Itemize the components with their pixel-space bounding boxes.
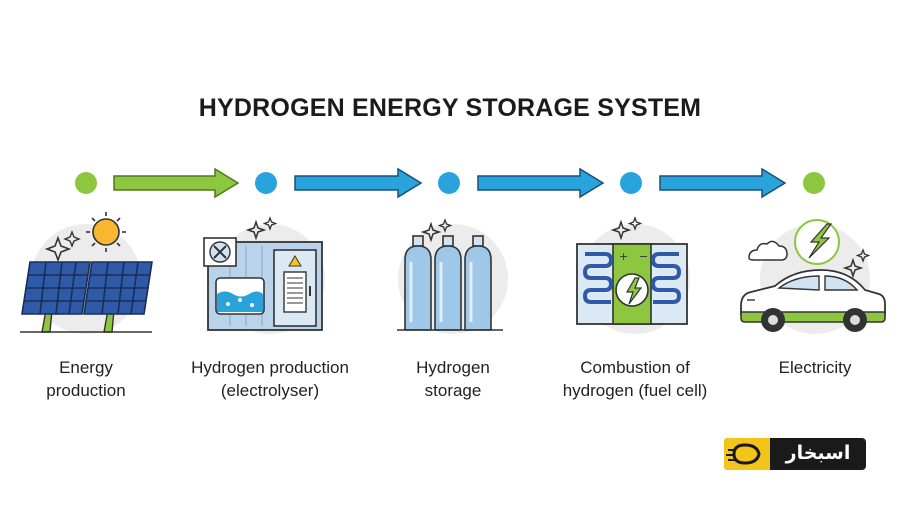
flow-arrow-2 bbox=[294, 167, 423, 199]
stage-label-electricity: Electricity bbox=[778, 358, 852, 377]
stage-energy-production bbox=[6, 210, 166, 340]
logo-mark-icon bbox=[726, 443, 761, 465]
stage-fuel-cell: + − bbox=[555, 210, 715, 340]
brand-logo: اسبخار bbox=[724, 438, 866, 470]
electric-car-icon bbox=[740, 219, 886, 332]
stage-hydrogen-production bbox=[190, 210, 350, 340]
flow-arrow-3 bbox=[477, 167, 605, 199]
solar-panel-icon bbox=[20, 212, 153, 333]
stage-label-hydrogen-production: Hydrogen production(electrolyser) bbox=[191, 358, 349, 400]
flow-dot-2 bbox=[255, 172, 277, 194]
electrolyser-icon bbox=[203, 216, 323, 331]
flow-dot-4 bbox=[620, 172, 642, 194]
stage-electricity bbox=[735, 210, 895, 340]
flow-dot-3 bbox=[438, 172, 460, 194]
svg-text:−: − bbox=[639, 250, 648, 263]
stage-hydrogen-storage bbox=[373, 210, 533, 340]
diagram-title: HYDROGEN ENERGY STORAGE SYSTEM bbox=[198, 94, 702, 122]
flow-dot-5 bbox=[803, 172, 825, 194]
flow-dot-1 bbox=[75, 172, 97, 194]
logo-emblem bbox=[724, 438, 770, 470]
flow-arrow-4 bbox=[659, 167, 787, 199]
svg-text:+: + bbox=[619, 250, 628, 263]
flow-row bbox=[75, 167, 825, 199]
fuel-cell-icon: + − bbox=[576, 216, 688, 325]
logo-text: اسبخار bbox=[785, 442, 851, 464]
flow-arrow-1 bbox=[113, 167, 240, 199]
hydrogen-tanks-icon bbox=[397, 218, 503, 331]
